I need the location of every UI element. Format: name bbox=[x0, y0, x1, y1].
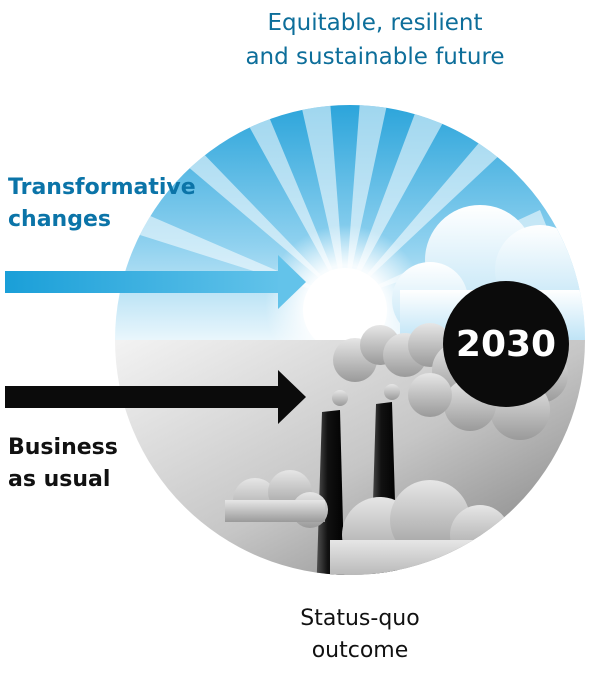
year-text: 2030 bbox=[455, 323, 557, 365]
business-arrow bbox=[5, 370, 306, 424]
transformative-label: Transformative changes bbox=[8, 172, 196, 236]
status-quo-label-line-2: outcome bbox=[311, 638, 409, 663]
business-label-line-1: Business bbox=[8, 435, 118, 460]
year-badge: 2030 bbox=[443, 281, 569, 407]
status-quo-label: Status-quo outcome bbox=[250, 603, 470, 667]
business-label-line-2: as usual bbox=[8, 467, 111, 492]
business-label: Business as usual bbox=[8, 432, 118, 496]
future-label-line-1: Equitable, resilient bbox=[267, 10, 483, 36]
transformative-arrow bbox=[5, 255, 306, 309]
transformative-label-line-2: changes bbox=[8, 207, 111, 232]
future-label-line-2: and sustainable future bbox=[245, 44, 505, 70]
future-label: Equitable, resilient and sustainable fut… bbox=[180, 6, 570, 74]
status-quo-label-line-1: Status-quo bbox=[300, 606, 420, 631]
transformative-label-line-1: Transformative bbox=[8, 175, 196, 200]
